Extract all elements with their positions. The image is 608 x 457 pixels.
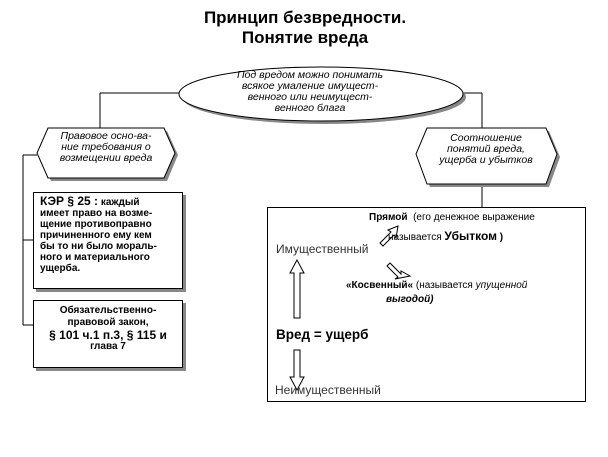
definition-text: Под вредом можно понимать всякое умалени…	[215, 70, 405, 114]
legal-basis-line: возмещении вреда	[59, 152, 153, 164]
relation-hexagon	[415, 127, 558, 185]
relation-text: Соотношение понятий вреда, ущерба и убыт…	[424, 133, 548, 166]
kep-line: ного и материального	[40, 252, 150, 263]
property-damage-label: Имущественный	[276, 242, 369, 256]
direct-note: (его денежное выражение	[413, 212, 535, 223]
page-title: Принцип безвредности. Понятие вреда	[170, 8, 440, 48]
direct-term: Убытком	[444, 229, 498, 243]
definition-line: венного или неимущест-	[247, 91, 373, 103]
kep-line: имеет право на возме-	[40, 208, 153, 219]
law-line: § 101 ч.1 п.3, § 115 и	[49, 328, 167, 342]
arrow-to-indirect-icon	[386, 262, 412, 280]
direct-label: Прямой	[369, 212, 408, 223]
direct-damage-line-2: называется Убытком )	[388, 229, 503, 243]
indirect-note-2: упущенной	[475, 280, 528, 291]
legal-basis-hexagon	[36, 127, 176, 179]
kep-line: каждый	[100, 197, 140, 208]
arrow-to-direct-icon	[379, 225, 399, 247]
nonproperty-damage-label: Неимущественный	[275, 383, 381, 397]
indirect-note: (называется	[415, 280, 473, 291]
kep-line: щение противоправно	[40, 219, 152, 230]
legal-basis-line: ва-	[136, 130, 152, 142]
damage-types-box	[267, 207, 586, 402]
definition-line: венного блага	[274, 102, 346, 114]
legal-basis-text: Правовое осно-ва- ние требования о возме…	[42, 131, 170, 164]
kep-heading: КЭР § 25 :	[40, 194, 99, 208]
law-box: Обязательственно- правовой закон, § 101 …	[33, 300, 183, 368]
legal-basis-line: Правовое осно-	[60, 130, 137, 142]
indirect-note-3: выгодой)	[386, 294, 434, 305]
kep-box: КЭР § 25 : каждый имеет право на возме- …	[33, 192, 183, 289]
up-arrow-icon	[289, 258, 305, 319]
title-line-2: Понятие вреда	[241, 28, 369, 47]
direct-note-2: называется	[388, 232, 442, 243]
direct-damage-line: Прямой (его денежное выражение	[369, 212, 535, 223]
indirect-label: «Косвенный«	[346, 280, 414, 291]
relation-line: Соотношение	[450, 132, 522, 144]
title-line-1: Принцип безвредности.	[203, 8, 407, 27]
legal-basis-line: ние требования о	[61, 141, 151, 153]
relation-line: понятий вреда,	[447, 143, 525, 155]
law-line: глава 7	[90, 341, 126, 352]
definition-line: всякое умаление имущест-	[241, 80, 379, 92]
law-line: правовой закон,	[67, 317, 149, 328]
definition-ellipse	[178, 66, 464, 122]
kep-line: бы то ни было мораль-	[40, 241, 157, 252]
relation-line: ущерба и убытков	[439, 154, 533, 166]
damage-formula: Вред = ущерб	[276, 327, 369, 342]
law-line: Обязательственно-	[59, 305, 157, 316]
kep-line: причиненного ему кем	[40, 230, 152, 241]
down-arrow-icon	[289, 349, 305, 392]
kep-line: ущерба.	[40, 263, 81, 274]
indirect-damage-line: «Косвенный« (называется упущенной	[346, 280, 527, 291]
definition-line: Под вредом можно понимать	[236, 69, 384, 81]
direct-close: )	[499, 232, 504, 243]
